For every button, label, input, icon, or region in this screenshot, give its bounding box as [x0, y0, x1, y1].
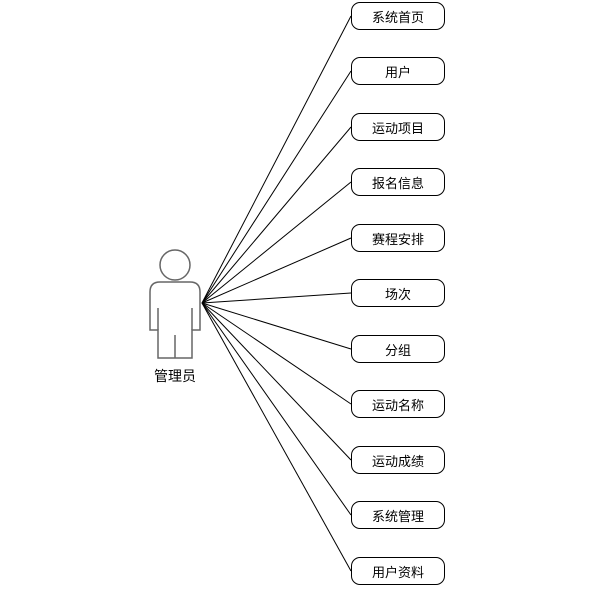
association-line-system-home: [201, 15, 352, 304]
usecase-sport-item[interactable]: 运动项目: [351, 113, 445, 141]
association-line-group: [201, 302, 352, 350]
usecase-system-home[interactable]: 系统首页: [351, 2, 445, 30]
association-line-registration-info: [201, 181, 352, 304]
usecase-schedule[interactable]: 赛程安排: [351, 224, 445, 252]
association-line-session: [201, 292, 352, 304]
actor-label: 管理员: [154, 369, 196, 385]
association-line-sport-item: [201, 126, 352, 304]
actor-figure: [149, 249, 201, 359]
association-line-sport-name: [201, 302, 352, 405]
usecase-registration-info[interactable]: 报名信息: [351, 168, 445, 196]
association-line-schedule: [201, 237, 352, 304]
usecase-session[interactable]: 场次: [351, 279, 445, 307]
usecase-user[interactable]: 用户: [351, 57, 445, 85]
association-line-user-profile: [201, 302, 352, 572]
actor-body: [149, 281, 201, 359]
usecase-sport-score[interactable]: 运动成绩: [351, 446, 445, 474]
association-line-sport-score: [201, 302, 352, 461]
association-line-system-management: [201, 302, 352, 516]
usecase-group[interactable]: 分组: [351, 335, 445, 363]
association-line-user: [201, 70, 352, 304]
usecase-user-profile[interactable]: 用户资料: [351, 557, 445, 585]
usecase-sport-name[interactable]: 运动名称: [351, 390, 445, 418]
association-lines: [201, 15, 352, 572]
actor-head: [159, 249, 191, 281]
usecase-system-management[interactable]: 系统管理: [351, 501, 445, 529]
